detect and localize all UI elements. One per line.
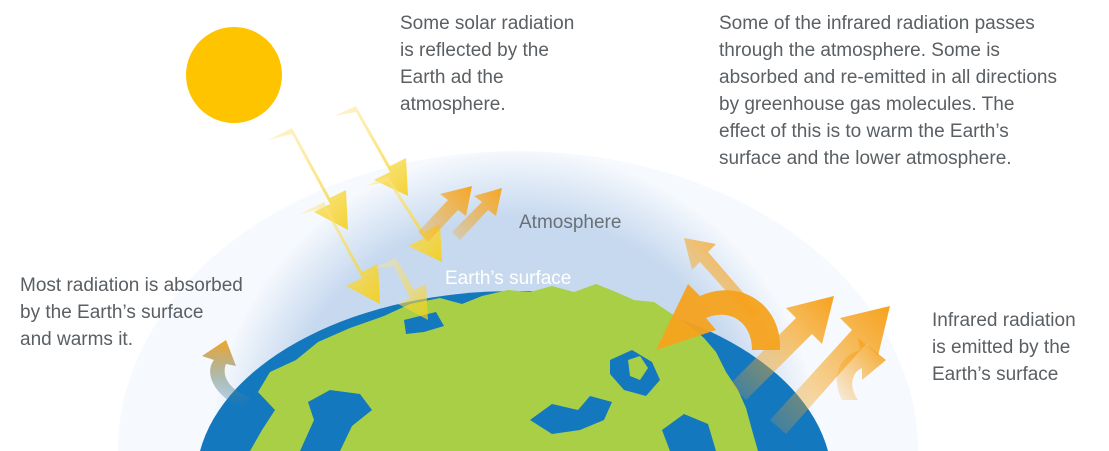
reflected-arrow-1 xyxy=(418,186,472,242)
solar-arrow-4 xyxy=(366,176,442,262)
greenhouse-curved-arrow xyxy=(656,284,781,350)
reflected-solar-arrows xyxy=(418,186,502,242)
caption-solar-reflected: Some solar radiation is reflected by the… xyxy=(400,13,575,115)
caption-most-absorbed: Most radiation is absorbed by the Earth’… xyxy=(20,275,243,350)
sea-inlet-north xyxy=(404,312,444,334)
reflected-arrow-2 xyxy=(452,188,502,240)
ground-warming-arrow xyxy=(202,340,250,410)
caption-infrared-emitted: Infrared radiation is emitted by the Ear… xyxy=(932,310,1076,385)
label-earth-surface: Earth’s surface xyxy=(445,268,572,289)
sea-inlet-west xyxy=(300,390,372,451)
solar-arrow-5 xyxy=(374,258,428,320)
infrared-curl-arrow xyxy=(836,338,886,400)
sea-central xyxy=(530,396,612,434)
solar-arrow-3 xyxy=(334,106,408,196)
solar-arrow-1 xyxy=(268,128,348,230)
sea-southeast xyxy=(662,414,716,451)
solar-arrow-2 xyxy=(300,202,380,304)
land-main xyxy=(250,284,758,451)
sun xyxy=(186,27,282,123)
land-masses xyxy=(250,284,758,451)
caption-infrared-passes: Some of the infrared radiation passes th… xyxy=(719,13,1057,169)
incoming-solar-arrows xyxy=(268,106,442,320)
infrared-arrow-out-1 xyxy=(730,296,834,400)
infrared-arrow-out-2 xyxy=(770,306,890,434)
land-island xyxy=(628,356,648,380)
label-atmosphere: Atmosphere xyxy=(519,212,622,233)
